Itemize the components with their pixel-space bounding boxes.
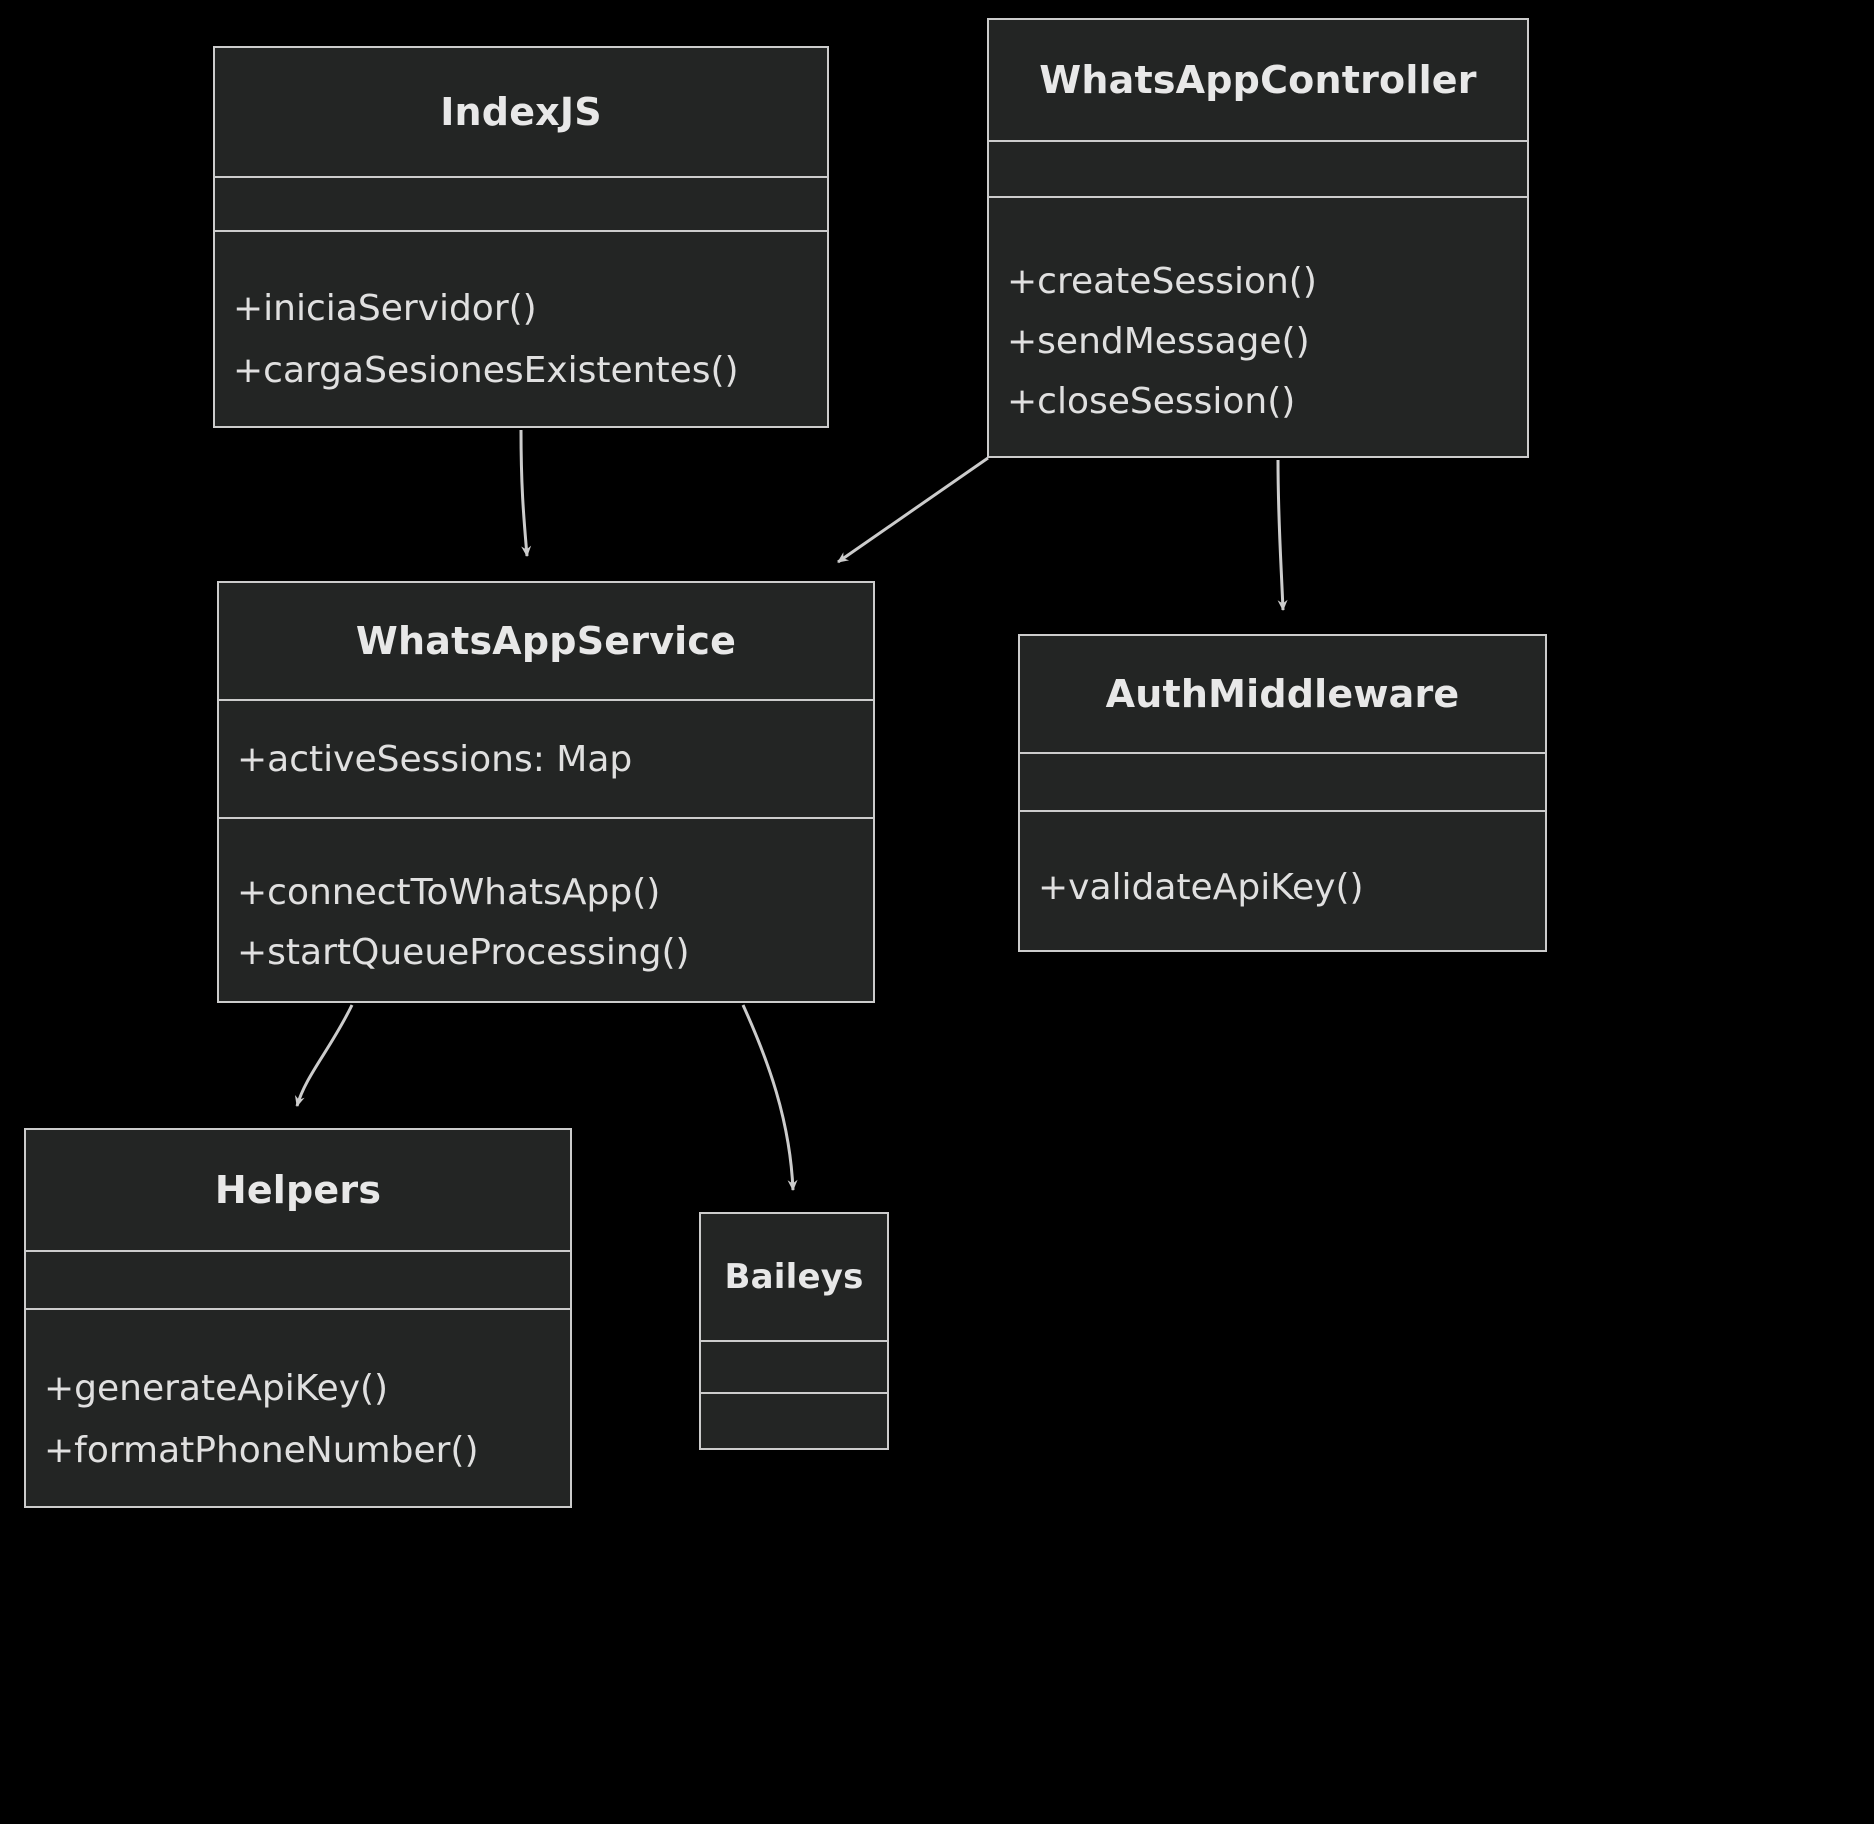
class-title-authmiddleware: AuthMiddleware — [1020, 636, 1545, 754]
edge-controller-to-service — [837, 456, 989, 564]
class-methods-authmiddleware: +validateApiKey() — [1020, 812, 1545, 950]
class-method: +formatPhoneNumber() — [44, 1430, 479, 1471]
class-method: +cargaSesionesExistentes() — [233, 350, 739, 391]
edge-service-to-baileys — [741, 1004, 798, 1191]
class-node-indexjs[interactable]: IndexJS +iniciaServidor() +cargaSesiones… — [213, 46, 829, 428]
class-methods-whatsappservice: +connectToWhatsApp() +startQueueProcessi… — [219, 819, 873, 1001]
class-node-whatsappservice[interactable]: WhatsAppService +activeSessions: Map +co… — [217, 581, 875, 1003]
class-methods-helpers: +generateApiKey() +formatPhoneNumber() — [26, 1310, 570, 1506]
class-method: +generateApiKey() — [44, 1368, 389, 1409]
class-attributes-indexjs — [215, 178, 827, 232]
class-title-indexjs: IndexJS — [215, 48, 827, 178]
class-attribute: +activeSessions: Map — [237, 738, 633, 780]
class-method: +createSession() — [1007, 261, 1317, 302]
class-methods-whatsappcontroller: +createSession() +sendMessage() +closeSe… — [989, 198, 1527, 456]
class-title-helpers: Helpers — [26, 1130, 570, 1252]
class-methods-baileys — [701, 1394, 887, 1448]
class-methods-indexjs: +iniciaServidor() +cargaSesionesExistent… — [215, 232, 827, 426]
class-attributes-baileys — [701, 1342, 887, 1394]
class-title-baileys: Baileys — [701, 1214, 887, 1342]
class-attributes-helpers — [26, 1252, 570, 1310]
class-method: +startQueueProcessing() — [237, 932, 690, 973]
class-node-whatsappcontroller[interactable]: WhatsAppController +createSession() +sen… — [987, 18, 1529, 458]
class-node-authmiddleware[interactable]: AuthMiddleware +validateApiKey() — [1018, 634, 1547, 952]
class-title-whatsappservice: WhatsAppService — [219, 583, 873, 701]
class-attributes-authmiddleware — [1020, 754, 1545, 812]
class-attributes-whatsappservice: +activeSessions: Map — [219, 701, 873, 819]
class-attributes-whatsappcontroller — [989, 142, 1527, 198]
class-method: +connectToWhatsApp() — [237, 872, 661, 913]
edge-indexjs-to-service — [519, 429, 532, 557]
edge-controller-to-auth — [1276, 459, 1288, 611]
class-node-baileys[interactable]: Baileys — [699, 1212, 889, 1450]
class-method: +iniciaServidor() — [233, 288, 537, 329]
class-node-helpers[interactable]: Helpers +generateApiKey() +formatPhoneNu… — [24, 1128, 572, 1508]
class-title-whatsappcontroller: WhatsAppController — [989, 20, 1527, 142]
edge-service-to-helpers — [294, 1004, 354, 1107]
class-method: +sendMessage() — [1007, 321, 1310, 362]
class-method: +closeSession() — [1007, 381, 1296, 422]
class-method: +validateApiKey() — [1038, 867, 1364, 908]
